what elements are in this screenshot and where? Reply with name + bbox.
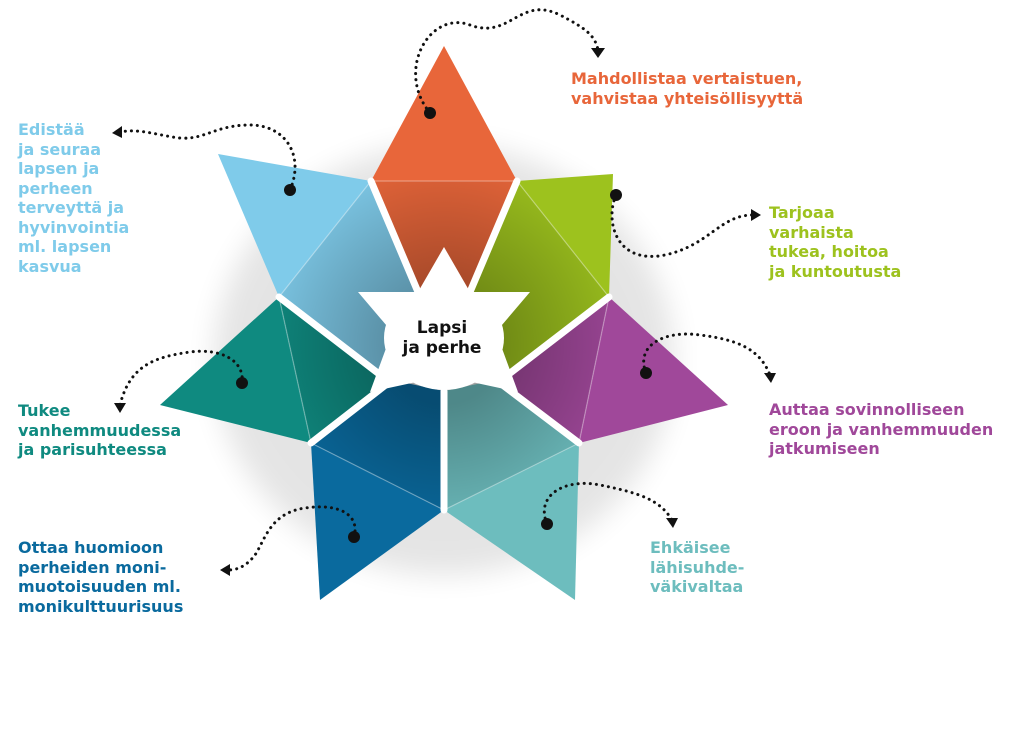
purple-star-point bbox=[579, 297, 728, 443]
teal-light-segment-label: Ehkäisee lähisuhde- väkivaltaa bbox=[650, 538, 745, 596]
lightblue-segment-label: Edistää ja seuraa lapsen ja perheen terv… bbox=[18, 120, 130, 276]
lightblue-star-point bbox=[218, 154, 371, 297]
lightblue-connector bbox=[118, 123, 297, 192]
green-star-point bbox=[517, 174, 613, 297]
blue-star-point bbox=[311, 443, 444, 600]
arrowhead-icon bbox=[591, 48, 605, 58]
purple-segment-label: Auttaa sovinnolliseen eroon ja vanhemmuu… bbox=[769, 400, 994, 458]
green-connector bbox=[610, 193, 755, 258]
orange-connector bbox=[414, 8, 600, 115]
arrowhead-icon bbox=[112, 126, 122, 138]
center-label: Lapsi ja perhe bbox=[402, 318, 482, 358]
blue-connector bbox=[226, 505, 357, 572]
teal-dark-connector bbox=[118, 349, 244, 407]
teal-dark-segment-label: Tukee vanhemmuudessa ja parisuhteessa bbox=[18, 401, 182, 459]
arrowhead-icon bbox=[666, 518, 678, 528]
green-segment-label: Tarjoaa varhaista tukea, hoitoa ja kunto… bbox=[769, 203, 902, 281]
arrowhead-icon bbox=[114, 403, 126, 413]
center-disc bbox=[384, 286, 504, 390]
blue-segment-label: Ottaa huomioon perheiden moni- muotoisuu… bbox=[18, 538, 184, 616]
teal-dark-star-point bbox=[160, 297, 311, 443]
orange-star-point bbox=[371, 46, 517, 181]
arrowhead-icon bbox=[220, 564, 230, 576]
orange-segment-label: Mahdollistaa vertaistuen, vahvistaa yhte… bbox=[571, 69, 804, 108]
arrowhead-icon bbox=[764, 373, 776, 383]
arrowhead-icon bbox=[751, 209, 761, 221]
teal-light-star-point bbox=[444, 443, 579, 600]
